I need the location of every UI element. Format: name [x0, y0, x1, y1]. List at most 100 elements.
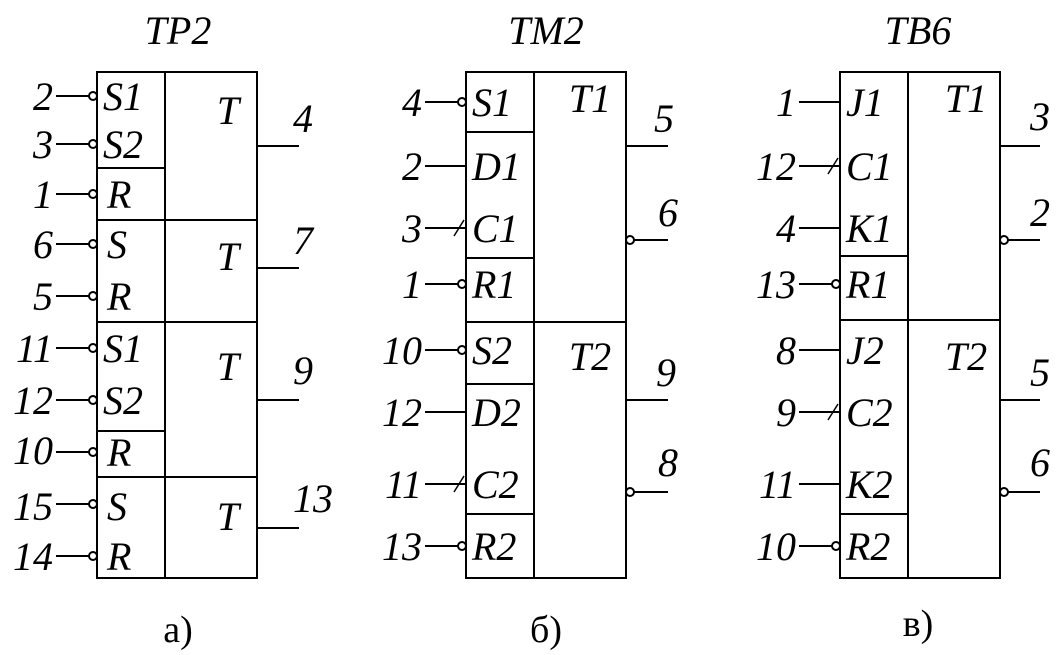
output-pin: 8 — [625, 440, 678, 497]
pin-number: 14 — [13, 534, 53, 579]
pin-number: 5 — [654, 96, 674, 141]
input-pin: 1 J1 — [776, 80, 884, 125]
section-name: T2 — [945, 334, 987, 379]
chip-body — [465, 71, 627, 579]
pin-number: 11 — [16, 326, 53, 371]
inversion-circle — [88, 91, 98, 101]
chip-title: ТВ6 — [885, 8, 952, 53]
pin-number: 3 — [32, 122, 53, 167]
chip-caption: в) — [903, 603, 934, 645]
input-pin: 10 R2 — [756, 524, 890, 569]
inversion-circle — [999, 235, 1009, 245]
inversion-circle — [625, 235, 635, 245]
section-name: T1 — [945, 76, 987, 121]
pin-label: K1 — [845, 206, 893, 251]
inversion-circle — [88, 139, 98, 149]
input-pin: 4 S1 — [402, 80, 512, 125]
input-pin: 2 D1 — [402, 144, 521, 189]
inversion-circle — [88, 551, 98, 561]
pin-number: 5 — [1030, 350, 1050, 395]
output-pin: 6 — [999, 440, 1050, 497]
output-pin: 6 — [625, 190, 678, 245]
pin-number: 10 — [756, 524, 796, 569]
inversion-circle — [88, 395, 98, 405]
input-pin: 1 R — [33, 172, 131, 217]
inversion-circle — [831, 279, 841, 289]
pin-label: R2 — [471, 524, 516, 569]
pin-label: C2 — [846, 390, 893, 435]
inversion-circle — [999, 487, 1009, 497]
inversion-circle — [88, 189, 98, 199]
chip-title: ТР2 — [145, 8, 212, 53]
chip-body — [839, 71, 1001, 579]
pin-number: 5 — [33, 274, 53, 319]
pin-label: S1 — [472, 80, 512, 125]
pin-number: 1 — [33, 172, 53, 217]
pin-number: 6 — [1030, 440, 1050, 485]
pin-label: S1 — [103, 74, 143, 119]
section-name: T — [217, 234, 242, 279]
output-pin: 9 — [257, 348, 313, 401]
inversion-circle — [625, 487, 635, 497]
pin-label: C1 — [846, 144, 893, 189]
pin-label: R2 — [845, 524, 890, 569]
section-name: T — [217, 88, 242, 133]
section-name: T — [217, 494, 242, 539]
output-pin: 13 — [257, 476, 333, 529]
pin-number: 11 — [385, 462, 422, 507]
pin-number: 8 — [658, 440, 678, 485]
input-pin: 1 R1 — [402, 262, 516, 307]
pin-number: 13 — [382, 524, 422, 569]
pin-number: 13 — [293, 476, 333, 521]
pin-number: 1 — [776, 80, 796, 125]
inversion-circle — [831, 541, 841, 551]
chip-body — [96, 71, 258, 579]
pin-label: R — [106, 172, 131, 217]
inversion-circle — [457, 345, 467, 355]
pin-number: 11 — [759, 462, 796, 507]
pin-number: 6 — [658, 190, 678, 235]
edge-marker — [453, 219, 465, 237]
inversion-circle — [88, 239, 98, 249]
pin-number: 15 — [13, 484, 53, 529]
pin-label: R1 — [845, 262, 890, 307]
edge-marker — [827, 157, 839, 175]
inversion-circle — [457, 541, 467, 551]
pin-label: S1 — [103, 326, 143, 371]
chip-caption: б) — [530, 609, 562, 651]
pin-number: 3 — [401, 206, 422, 251]
pin-number: 4 — [293, 96, 313, 141]
pin-label: D2 — [471, 390, 521, 435]
pin-label: S — [107, 484, 127, 529]
input-pin: 12 S2 — [13, 378, 143, 423]
pin-label: C1 — [472, 206, 519, 251]
pin-number: 3 — [1029, 94, 1050, 139]
chip-tm2: ТМ2 T1 4 S1 2 D1 3 C1 1 — [382, 8, 678, 651]
pin-label: R — [106, 430, 131, 475]
input-pin: 11 K2 — [759, 462, 893, 507]
pin-number: 13 — [756, 262, 796, 307]
pin-number: 9 — [293, 348, 313, 393]
pin-number: 12 — [382, 390, 422, 435]
input-pin: 11 C2 — [385, 462, 519, 507]
input-pin: 6 S — [33, 222, 127, 267]
pin-label: S2 — [103, 378, 143, 423]
pin-number: 6 — [33, 222, 53, 267]
pin-number: 12 — [756, 144, 796, 189]
input-pin: 3 S2 — [32, 122, 143, 167]
pin-label: K2 — [845, 462, 893, 507]
output-pin: 2 — [999, 190, 1050, 245]
pin-number: 2 — [1030, 190, 1050, 235]
input-pin: 10 R — [13, 428, 131, 475]
pin-label: J1 — [846, 80, 884, 125]
inversion-circle — [457, 97, 467, 107]
input-pin: 12 C1 — [756, 144, 893, 189]
input-pin: 5 R — [33, 274, 131, 319]
input-pin: 14 R — [13, 534, 131, 579]
inversion-circle — [88, 447, 98, 457]
input-pin: 4 K1 — [776, 206, 893, 251]
pin-number: 9 — [776, 390, 796, 435]
input-pin: 12 D2 — [382, 390, 521, 435]
section-name: T — [217, 344, 242, 389]
inversion-circle — [457, 279, 467, 289]
